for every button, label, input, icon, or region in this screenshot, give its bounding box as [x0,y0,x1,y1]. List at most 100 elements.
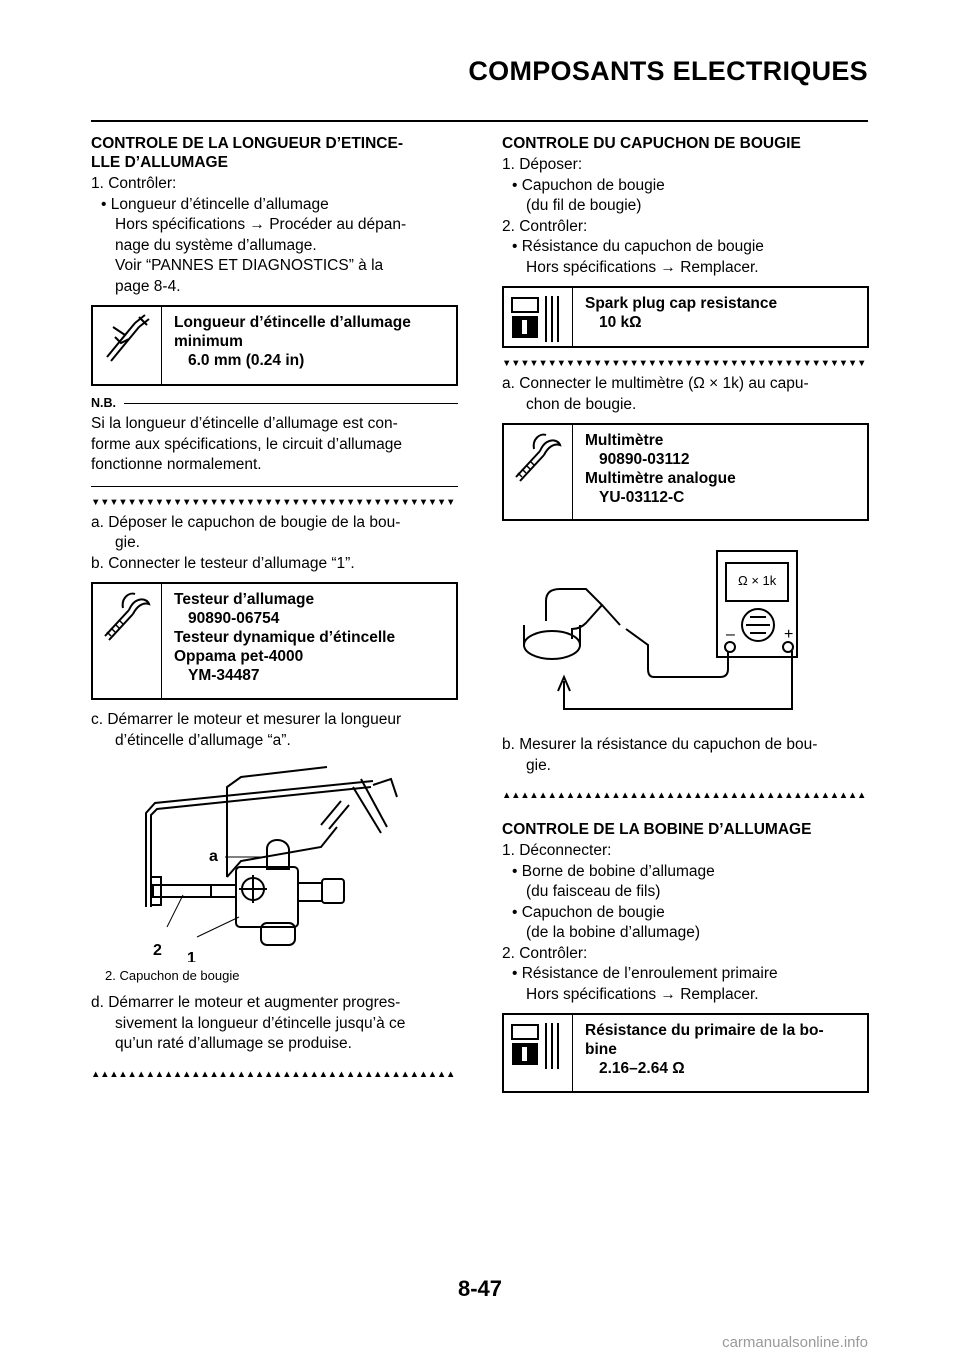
nb-rule [124,402,458,404]
meter-icon [511,1023,559,1069]
spec-divider [572,288,573,346]
spec-divider [572,425,573,519]
bullet-text: • Capuchon de bougie [512,903,665,921]
header-rule [91,120,868,122]
step-text: gie. [526,756,551,774]
bullet-text: • Longueur d’étincelle d’allumage [101,195,329,213]
page-number: 8-47 [457,1276,503,1301]
spec-divider [161,584,162,698]
spec-label: Résistance du primaire de la bo- [585,1022,824,1039]
spec-value: 6.0 mm (0.24 in) [188,352,305,369]
tool-name: Testeur d’allumage [174,591,315,608]
step-text: b. Connecter le testeur d’allumage “1”. [91,554,355,572]
tool-icon [104,592,151,641]
step-text: 1. Déconnecter: [502,842,612,859]
nb-text: Si la longueur d’étincelle d’allumage es… [91,415,398,432]
spec-value: 2.16–2.64 Ω [599,1060,685,1077]
triangle-row-down: ▼▼▼▼▼▼▼▼▼▼▼▼▼▼▼▼▼▼▼▼▼▼▼▼▼▼▼▼▼▼▼▼▼▼▼▼▼▼▼▼ [502,358,867,369]
meter-plus: + [784,626,793,643]
meter-range-label: Ω × 1k [738,573,777,588]
step-text: gie. [115,534,140,551]
spec-text: Résistance du primaire de la bo- bine 2.… [585,1015,867,1086]
step-text: a. Déposer le capuchon de bougie de la b… [91,513,401,531]
step-text: d’étincelle d’allumage “a”. [115,731,291,749]
step-text: sivement la longueur d’étincelle jusqu’à… [115,1014,406,1032]
tool-text: Multimètre 90890-03112 Multimètre analog… [585,425,867,515]
step-text: c. Démarrer le moteur et mesurer la long… [91,711,402,728]
step-text: d. Démarrer le moteur et augmenter progr… [91,994,401,1011]
figure-label-1: 1 [187,950,196,962]
page-header-title: COMPOSANTS ELECTRIQUES [468,56,868,86]
tool-number: YU-03112-C [599,489,685,506]
section-title-line: LLE D’ALLUMAGE [91,154,228,171]
sub-text: Hors spécifications → Remplacer. [526,985,759,1003]
watermark: carmanualsonline.info [722,1334,868,1351]
nb-text: fonctionne normalement. [91,456,262,473]
sub-text: (de la bobine d’allumage) [526,924,701,941]
spec-text: Longueur d’étincelle d’allumage minimum … [174,307,456,378]
triangle-row-up: ▲▲▲▲▲▲▲▲▲▲▲▲▲▲▲▲▲▲▲▲▲▲▲▲▲▲▲▲▲▲▲▲▲▲▲▲▲▲▲▲ [91,1068,456,1080]
sub-text: (du fil de bougie) [526,197,642,214]
spec-divider [161,307,162,384]
sub-text: (du faisceau de fils) [526,883,661,900]
step-text: 2. Contrôler: [502,217,588,235]
tool-icon [515,433,562,482]
tool-box-ignition-tester: Testeur d’allumage 90890-06754 Testeur d… [91,582,458,700]
tool-box-multimeter: Multimètre 90890-03112 Multimètre analog… [502,423,869,521]
spec-box-cap-resistance: Spark plug cap resistance 10 kΩ [502,286,869,348]
spec-label: Spark plug cap resistance [585,295,778,312]
bullet-text: • Résistance de l’enroulement primaire [512,965,778,982]
caliper-icon [106,314,150,362]
step-text: 1. Déposer: [502,156,583,173]
sub-text: nage du système d’allumage. [115,236,317,254]
triangle-row-up: ▲▲▲▲▲▲▲▲▲▲▲▲▲▲▲▲▲▲▲▲▲▲▲▲▲▲▲▲▲▲▲▲▲▲▲▲▲▲▲▲ [502,790,867,801]
tool-name: Oppama pet-4000 [174,648,304,665]
sub-text: Voir “PANNES ET DIAGNOSTICS” à la [115,257,384,274]
spec-box-coil-resistance: Résistance du primaire de la bo- bine 2.… [502,1013,869,1093]
step-text: b. Mesurer la résistance du capuchon de … [502,736,818,753]
spec-divider [572,1015,573,1091]
meter-icon [511,296,559,342]
spec-label: minimum [174,333,243,350]
nb-header: N.B. [91,396,458,410]
triangle-row-down: ▼▼▼▼▼▼▼▼▼▼▼▼▼▼▼▼▼▼▼▼▼▼▼▼▼▼▼▼▼▼▼▼▼▼▼▼▼▼▼▼ [91,496,456,508]
tool-number: 90890-06754 [188,610,280,627]
sub-text: Hors spécifications → Remplacer. [526,258,759,276]
tool-name: Testeur dynamique d’étincelle [174,629,396,646]
step-text: qu’un raté d’allumage se produise. [115,1035,352,1052]
meter-minus: – [726,626,735,643]
figure-label-a: a [209,848,218,865]
multimeter-illustration: Ω × 1k – + [523,550,798,710]
figure-caption: 2. Capuchon de bougie [105,968,240,983]
left-column: CONTROLE DE LA LONGUEUR D’ETINCE- LLE D’… [91,134,458,1085]
spec-label: bine [585,1041,617,1058]
tool-number: 90890-03112 [599,451,690,468]
nb-label: N.B. [91,396,116,410]
bullet-text: • Résistance du capuchon de bougie [512,238,764,255]
nb-text: forme aux spécifications, le circuit d’a… [91,435,402,453]
section-title-spark-gap: CONTROLE DE LA LONGUEUR D’ETINCE- LLE D’… [91,134,458,172]
tool-text: Testeur d’allumage 90890-06754 Testeur d… [174,584,456,693]
section-title-coil: CONTROLE DE LA BOBINE D’ALLUMAGE [502,821,812,838]
bullet-text: • Capuchon de bougie [512,176,665,194]
sub-text: Hors spécifications → Procéder au dépan- [115,216,407,233]
figure-label-2: 2 [153,942,162,959]
spec-value: 10 kΩ [599,314,642,331]
spec-box-spark-gap: Longueur d’étincelle d’allumage minimum … [91,305,458,386]
tool-name: Multimètre analogue [585,470,736,487]
step-text: a. Connecter le multimètre (Ω × 1k) au c… [502,375,809,392]
nb-end-rule [91,485,458,487]
step-text: chon de bougie. [526,395,637,413]
sub-text: page 8-4. [115,277,181,295]
spec-text: Spark plug cap resistance 10 kΩ [585,288,867,340]
bullet-text: • Borne de bobine d’allumage [512,862,715,880]
tool-number: YM-34487 [188,667,260,684]
right-column: CONTROLE DU CAPUCHON DE BOUGIE 1. Dépose… [502,134,869,1103]
spec-label: Longueur d’étincelle d’allumage [174,314,411,331]
section-title-line: CONTROLE DE LA LONGUEUR D’ETINCE- [91,135,404,152]
tool-name: Multimètre [585,432,664,449]
step-text: 2. Contrôler: [502,944,588,962]
step-text: 1. Contrôler: [91,175,177,192]
section-title-cap: CONTROLE DU CAPUCHON DE BOUGIE [502,135,801,152]
spark-tester-illustration: a 2 1 [145,766,398,962]
